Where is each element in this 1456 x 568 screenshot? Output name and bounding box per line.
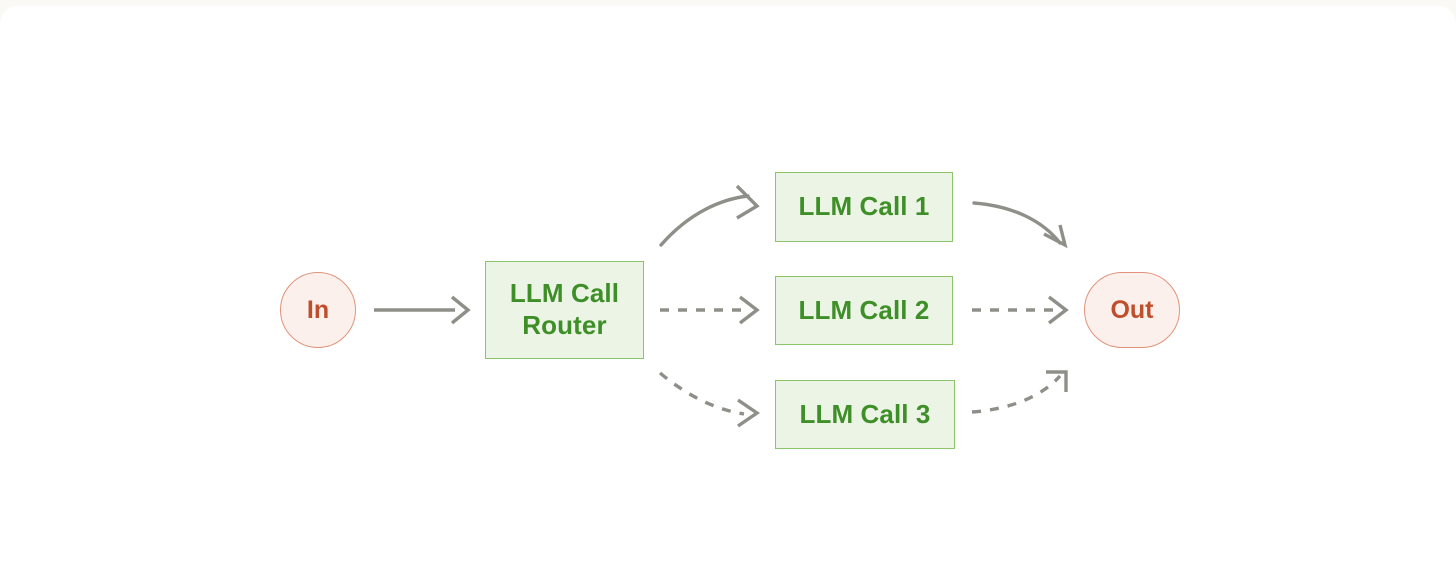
node-out[interactable]: Out — [1084, 272, 1180, 348]
node-llm-call-router-label: LLM Call Router — [509, 278, 620, 340]
node-in-label: In — [306, 295, 330, 324]
edge-in-to-router — [374, 295, 471, 325]
edge-call-1-to-out — [972, 201, 1068, 249]
edge-call-3-to-out — [971, 370, 1068, 414]
edge-router-to-call-1 — [659, 184, 760, 247]
node-llm-call-3-label: LLM Call 3 — [799, 398, 931, 429]
diagram-panel — [0, 6, 1456, 568]
node-llm-call-1-label: LLM Call 1 — [798, 191, 930, 222]
node-llm-call-3[interactable]: LLM Call 3 — [775, 380, 955, 449]
edge-router-to-call-2 — [660, 295, 760, 325]
edge-call-2-to-out — [972, 295, 1069, 325]
node-llm-call-1[interactable]: LLM Call 1 — [775, 172, 953, 242]
edge-router-to-call-3 — [658, 371, 761, 428]
node-out-label: Out — [1110, 295, 1154, 324]
node-llm-call-2[interactable]: LLM Call 2 — [775, 276, 953, 345]
node-llm-call-2-label: LLM Call 2 — [798, 294, 930, 325]
node-llm-call-router[interactable]: LLM Call Router — [485, 261, 644, 359]
node-in[interactable]: In — [280, 272, 356, 348]
